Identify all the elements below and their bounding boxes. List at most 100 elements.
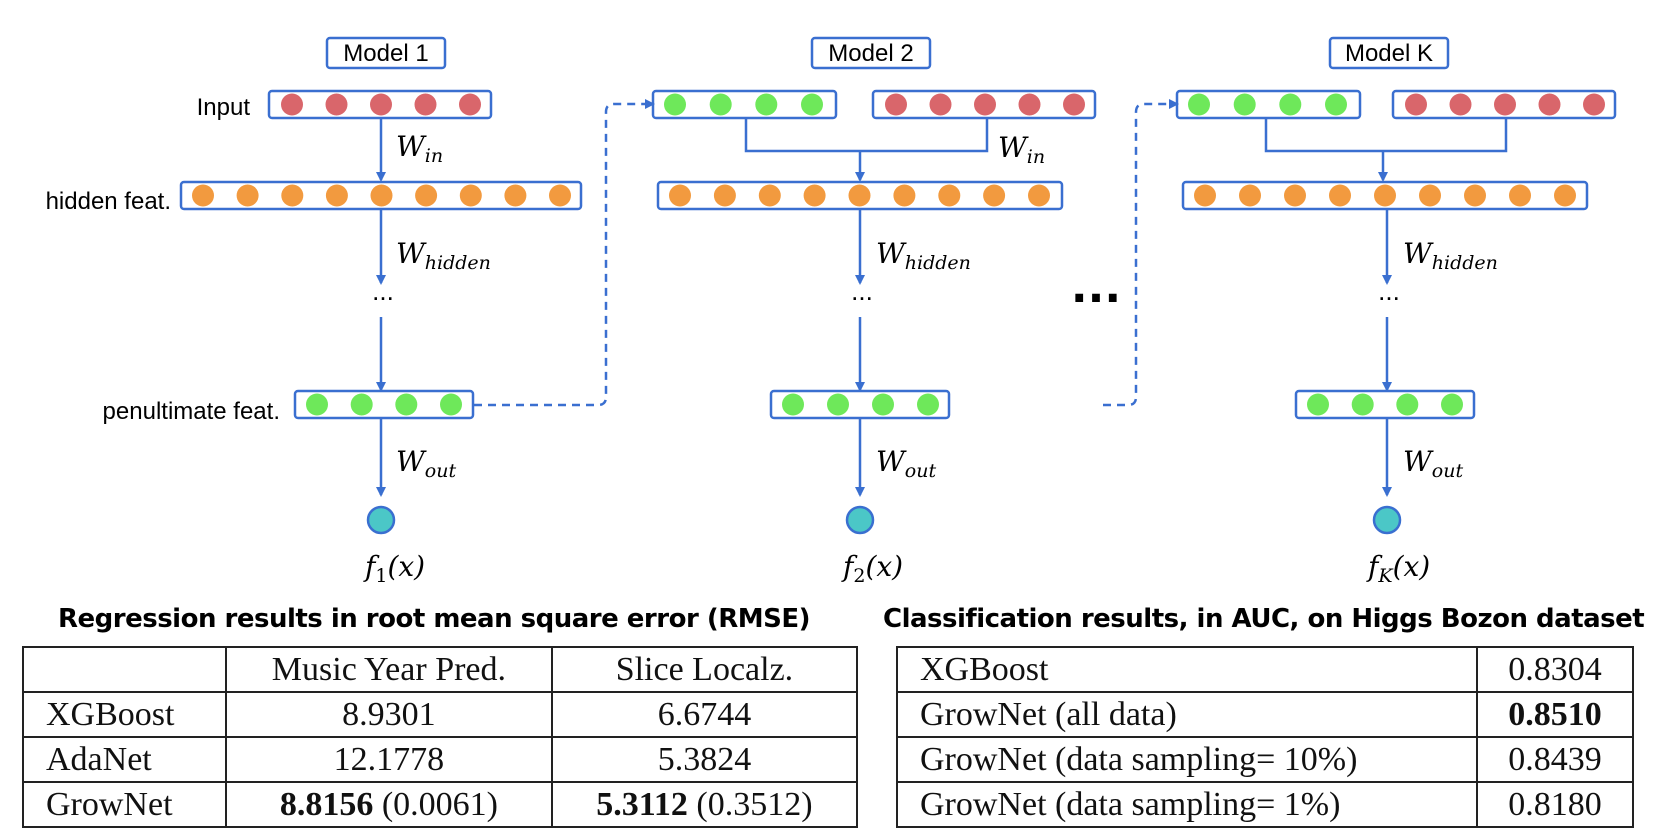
neuron-node bbox=[1374, 184, 1396, 207]
svg-text:Model 2: Model 2 bbox=[828, 40, 913, 67]
mk-ellipsis: ... bbox=[1378, 276, 1400, 306]
neuron-node bbox=[306, 393, 328, 416]
m2-w-out-label: Wout bbox=[876, 445, 936, 482]
m1-output-node bbox=[366, 505, 396, 535]
mk-output-node bbox=[1372, 505, 1402, 535]
neuron-node bbox=[885, 93, 907, 116]
neuron-node bbox=[1419, 184, 1441, 207]
table-cell: 0.8304 bbox=[1476, 646, 1634, 693]
neuron-node bbox=[1405, 93, 1427, 116]
table-cell: 0.8439 bbox=[1476, 736, 1634, 783]
neuron-node bbox=[504, 184, 527, 207]
m1-output-label: f1(x) bbox=[363, 550, 425, 587]
neuron-node bbox=[755, 93, 778, 116]
neuron-node bbox=[1307, 393, 1329, 416]
neuron-node bbox=[459, 184, 482, 207]
header-cell: Slice Localz. bbox=[550, 646, 859, 693]
neuron-node bbox=[1284, 184, 1306, 207]
neuron-node bbox=[325, 93, 348, 116]
row-label: GrowNet (all data) bbox=[896, 691, 1478, 738]
dashed-link-m2-mk bbox=[1103, 99, 1179, 407]
m2-red-input-layer bbox=[871, 89, 1097, 120]
m2-hidden-layer bbox=[656, 180, 1064, 211]
m2-merge-lines bbox=[744, 118, 989, 153]
neuron-node bbox=[1441, 393, 1463, 416]
regression-table: Music Year Pred. Slice Localz. XGBoost 8… bbox=[22, 646, 859, 828]
neuron-node bbox=[440, 393, 462, 416]
neuron-node bbox=[549, 184, 571, 207]
m1-ellipsis: ... bbox=[372, 276, 394, 306]
table-cell: 6.6744 bbox=[550, 691, 859, 738]
neuron-node bbox=[669, 184, 691, 207]
neuron-node bbox=[929, 93, 952, 116]
table-row: AdaNet 12.1778 5.3824 bbox=[22, 736, 859, 783]
dashed-link-m1-m2 bbox=[474, 99, 655, 407]
table-row: GrowNet (data sampling= 10%) 0.8439 bbox=[896, 736, 1634, 783]
table-row: GrowNet (data sampling= 1%) 0.8180 bbox=[896, 781, 1634, 828]
neuron-node bbox=[1194, 184, 1216, 207]
m1-input-layer bbox=[267, 89, 493, 120]
mk-green-input-layer bbox=[1175, 89, 1362, 120]
neuron-node bbox=[1538, 93, 1561, 116]
neuron-node bbox=[664, 93, 686, 116]
m1-w-out-label: Wout bbox=[396, 445, 456, 482]
neuron-node bbox=[803, 184, 826, 207]
table-cell-best: 0.8510 bbox=[1476, 691, 1634, 738]
neuron-node bbox=[983, 184, 1006, 207]
neuron-node bbox=[395, 393, 418, 416]
neuron-node bbox=[459, 93, 481, 116]
mk-merge-lines bbox=[1264, 118, 1508, 153]
model-2-title: Model 2 bbox=[810, 36, 932, 70]
neuron-node bbox=[1325, 93, 1347, 116]
mk-w-out-label: Wout bbox=[1403, 445, 1463, 482]
neuron-node bbox=[848, 184, 871, 207]
neuron-node bbox=[801, 93, 823, 116]
table-cell: 12.1778 bbox=[224, 736, 553, 783]
m2-w-in-label: Win bbox=[998, 131, 1045, 168]
input-label: Input bbox=[197, 94, 251, 121]
neuron-node bbox=[1279, 93, 1302, 116]
neuron-node bbox=[938, 184, 961, 207]
table-cell: 5.3112 (0.3512) bbox=[550, 781, 859, 828]
model-k-title: Model K bbox=[1328, 36, 1450, 70]
table-cell: 0.8180 bbox=[1476, 781, 1634, 828]
penultimate-feat-label: penultimate feat. bbox=[103, 398, 280, 425]
neuron-node bbox=[782, 393, 804, 416]
table-row: GrowNet (all data) 0.8510 bbox=[896, 691, 1634, 738]
neuron-node bbox=[1449, 93, 1472, 116]
neuron-node bbox=[1233, 93, 1256, 116]
mk-penultimate-layer bbox=[1294, 389, 1476, 420]
row-label: XGBoost bbox=[22, 691, 227, 738]
model-1-title: Model 1 bbox=[325, 36, 447, 70]
table-row: XGBoost 0.8304 bbox=[896, 646, 1634, 693]
neuron-node bbox=[758, 184, 781, 207]
table-cell: 8.9301 bbox=[224, 691, 553, 738]
neuron-node bbox=[713, 184, 736, 207]
hidden-feat-label: hidden feat. bbox=[46, 188, 171, 215]
row-label: AdaNet bbox=[22, 736, 227, 783]
mk-hidden-layer bbox=[1181, 180, 1589, 211]
neuron-node bbox=[236, 184, 259, 207]
neuron-node bbox=[1028, 184, 1050, 207]
table-cell: 5.3824 bbox=[550, 736, 859, 783]
header-cell: Music Year Pred. bbox=[224, 646, 553, 693]
neuron-node bbox=[1329, 184, 1351, 207]
neuron-node bbox=[1239, 184, 1261, 207]
mk-red-input-layer bbox=[1391, 89, 1617, 120]
m1-penultimate-layer bbox=[293, 389, 475, 420]
table-cell: 8.8156 (0.0061) bbox=[224, 781, 553, 828]
neuron-node bbox=[1396, 393, 1419, 416]
row-label: XGBoost bbox=[896, 646, 1478, 693]
neuron-node bbox=[281, 184, 304, 207]
between-models-ellipsis: ... bbox=[1071, 262, 1121, 313]
table-row: GrowNet 8.8156 (0.0061) 5.3112 (0.3512) bbox=[22, 781, 859, 828]
neuron-node bbox=[1018, 93, 1041, 116]
neuron-node bbox=[1509, 184, 1531, 207]
grownet-diagram: Model 1 Model 2 Model K Input hidden fea… bbox=[46, 36, 1617, 587]
neuron-node bbox=[414, 93, 437, 116]
m2-w-hidden-label: Whidden bbox=[876, 237, 971, 274]
m2-output-node bbox=[845, 505, 875, 535]
mk-w-hidden-label: Whidden bbox=[1403, 237, 1498, 274]
neuron-node bbox=[370, 93, 392, 116]
neuron-node bbox=[893, 184, 916, 207]
